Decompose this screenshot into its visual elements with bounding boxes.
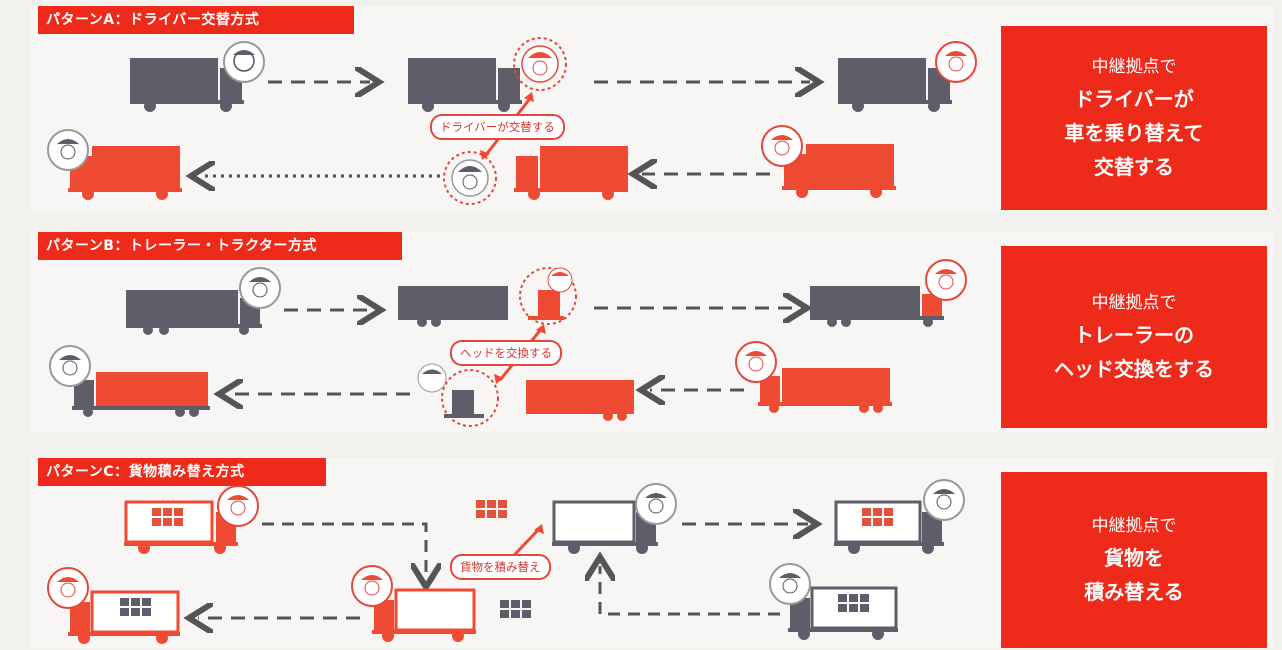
cargo-boxes-unloaded-gray <box>500 600 531 618</box>
summary-line: ヘッド交換をする <box>1054 352 1214 386</box>
summary-line: 貨物を <box>1104 541 1164 575</box>
summary-line: トレーラーの <box>1074 318 1194 352</box>
pattern-c-panel: パターンC：貨物積み替え方式 <box>30 458 1275 648</box>
trailer-red-start-return <box>758 368 892 413</box>
driver-icon-c5 <box>352 566 392 606</box>
head-swap-label: ヘッドを交換する <box>450 340 562 366</box>
red-tractor-swap-top <box>520 268 576 324</box>
driver-icon-3 <box>48 130 88 170</box>
driver-icon-b2 <box>926 260 966 300</box>
pattern-c-summary: 中継拠点で 貨物を 積み替える <box>1001 472 1267 648</box>
pattern-c-diagram <box>30 458 1010 648</box>
driver-icon-b1 <box>240 268 280 308</box>
driver-icon-b3 <box>50 346 90 386</box>
driver-icon-c1 <box>218 486 258 526</box>
driver-icon-c3 <box>924 480 964 520</box>
summary-line: 中継拠点で <box>1092 52 1177 82</box>
driver-icon-1 <box>224 42 264 82</box>
truck-gray-relay <box>408 58 522 112</box>
truck-gray-destination <box>838 58 952 112</box>
trailer-gray-destination <box>810 286 944 327</box>
summary-line: ドライバーが <box>1074 82 1194 116</box>
driver-swap-top <box>514 38 566 90</box>
summary-line: 車を乗り替えて <box>1065 116 1204 150</box>
pattern-a-panel: パターンA：ドライバー交替方式 <box>30 6 1275 212</box>
trailer-red-return <box>72 372 210 417</box>
summary-line: 中継拠点で <box>1092 288 1177 318</box>
driver-icon-b4 <box>736 342 776 382</box>
driver-swap-bottom <box>444 152 496 204</box>
gray-tractor-swap-bottom <box>418 364 498 426</box>
driver-icon-4 <box>762 126 802 166</box>
driver-swap-label: ドライバーが交替する <box>430 114 565 140</box>
pattern-a-summary: 中継拠点で ドライバーが 車を乗り替えて 交替する <box>1001 26 1267 210</box>
pattern-b-summary: 中継拠点で トレーラーの ヘッド交換をする <box>1001 246 1267 428</box>
summary-line: 中継拠点で <box>1092 511 1177 541</box>
summary-line: 積み替える <box>1084 575 1183 609</box>
driver-icon-2 <box>936 42 976 82</box>
driver-icon-c2 <box>636 484 676 524</box>
driver-icon-c4 <box>48 568 88 608</box>
trailer-gray-relay <box>398 286 508 327</box>
summary-line: 交替する <box>1094 150 1174 184</box>
cargo-boxes-unloaded-red <box>476 500 507 518</box>
pattern-b-diagram <box>30 232 1010 432</box>
driver-icon-c6 <box>770 564 810 604</box>
pattern-a-diagram <box>30 6 1010 212</box>
cargo-swap-label: 貨物を積み替え <box>450 554 551 580</box>
truck-red-relay <box>514 146 628 200</box>
trailer-red-relay <box>526 380 634 421</box>
pattern-b-panel: パターンB：トレーラー・トラクター方式 <box>30 232 1275 432</box>
